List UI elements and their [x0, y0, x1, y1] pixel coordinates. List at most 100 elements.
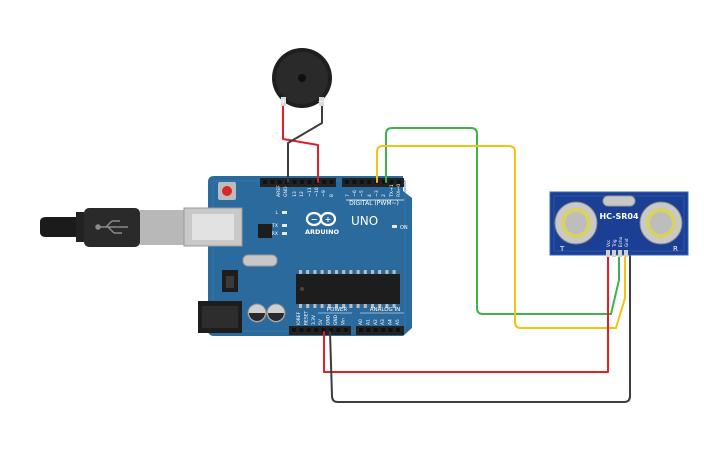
wire-trig-yellow: [376, 145, 626, 329]
digital-pin-label: ~10: [314, 187, 320, 197]
digital-pin-label: 2: [381, 194, 387, 197]
power-pin-label: 5V: [318, 319, 324, 325]
svg-text:−: −: [311, 215, 318, 224]
digital-pin-label: AREF: [276, 185, 282, 197]
crystal: [242, 254, 278, 267]
infinity-logo: [305, 211, 337, 227]
transmitter-transducer: [554, 201, 598, 245]
wire-echo-green: [385, 127, 620, 315]
digital-pin-hole: [292, 180, 297, 184]
digital-pin-label: ~11: [307, 187, 313, 197]
sensor-t-mark: T: [559, 245, 565, 253]
sensor-pin-label: Gnd: [624, 238, 629, 247]
wire-gnd-black: [329, 255, 631, 403]
digital-pin-hole: [263, 180, 267, 184]
power-pin-hole: [314, 328, 319, 332]
power-pin-hole: [388, 328, 393, 332]
reset-button[interactable]: [218, 182, 236, 200]
wire-buzzer-minus: [287, 105, 323, 183]
digital-pin-hole: [329, 180, 334, 184]
sensor-crystal: [602, 195, 636, 207]
digital-pin-hole: [352, 180, 357, 184]
power-pin-hole: [359, 328, 363, 332]
digital-pin-label: 12: [299, 191, 305, 197]
digital-pin-hole: [300, 180, 304, 184]
analog-pin-label: A1: [365, 319, 371, 325]
digital-pin-hole: [277, 180, 282, 184]
piezo-buzzer: + −: [272, 48, 332, 108]
buzzer-minus-label: −: [318, 97, 325, 106]
power-led: [392, 225, 397, 228]
power-pin-label: RESET: [303, 311, 309, 325]
sensor-pin-label: Trig: [612, 239, 617, 248]
svg-text:+: +: [325, 215, 332, 224]
sensor-pin-label: Echo: [618, 236, 623, 247]
sensor-pin-label: Vcc: [606, 239, 611, 247]
svg-text:TX: TX: [271, 223, 278, 229]
power-pin-hole: [366, 328, 371, 332]
sensor-r-mark: R: [673, 245, 678, 253]
power-pin-hole: [329, 328, 333, 332]
brand-label: ARDUINO: [305, 228, 340, 236]
digital-pin-label: ~9: [321, 190, 327, 197]
power-pin-hole: [373, 328, 378, 332]
analog-pin-label: A0: [358, 319, 364, 325]
power-jack[interactable]: [198, 301, 242, 333]
svg-text:RX: RX: [272, 231, 278, 237]
analog-pin-label: A5: [395, 319, 401, 325]
digital-pin-hole: [322, 180, 327, 184]
analog-label: ANALOG IN: [370, 307, 401, 313]
power-pin-label: GND: [333, 314, 339, 325]
receiver-transducer: [639, 201, 683, 245]
power-label: POWER: [327, 307, 348, 313]
digital-pin-label: 13: [292, 191, 298, 197]
svg-text:L: L: [275, 210, 278, 216]
power-pin-hole: [343, 328, 348, 332]
sensor-label: HC-SR04: [599, 212, 639, 221]
power-pin-hole: [321, 328, 326, 332]
usb-plug-icon: [95, 220, 128, 234]
wire-vcc-red: [323, 255, 609, 373]
digital-pin-hole: [314, 180, 319, 184]
digital-pin-label: 7: [345, 194, 351, 197]
digital-pin-hole: [307, 180, 312, 184]
digital-pin-label: TX→1: [389, 184, 395, 198]
digital-pin-hole: [270, 180, 275, 184]
status-leds: L TX RX: [271, 210, 287, 237]
digital-pin-label: ~6: [352, 190, 358, 197]
digital-header-label: DIGITAL (PWM~): [349, 200, 399, 207]
power-pin-hole: [336, 328, 341, 332]
digital-pin-label: GND: [283, 186, 289, 197]
capacitors: [247, 303, 286, 323]
digital-pin-hole: [396, 180, 401, 184]
digital-pin-hole: [382, 180, 386, 184]
digital-pin-hole: [359, 180, 364, 184]
digital-pin-hole: [389, 180, 394, 184]
sensor-pins: [606, 250, 628, 257]
power-pin-label: GND: [326, 314, 332, 325]
model-label: UNO: [351, 214, 378, 228]
digital-pin-hole: [345, 180, 349, 184]
power-pin-hole: [396, 328, 400, 332]
analog-pin-label: A2: [373, 319, 379, 325]
digital-pin-label: 8: [329, 194, 335, 197]
power-pin-hole: [299, 328, 304, 332]
power-pin-label: IOREF: [296, 311, 302, 325]
wire-buzzer-plus: [282, 105, 319, 183]
analog-pin-label: A3: [380, 319, 386, 325]
power-pin-label: Vin: [340, 318, 346, 325]
power-pin-label: 3.3V: [311, 315, 317, 325]
digital-pin-label: ~5: [359, 190, 365, 197]
analog-pin-label: A4: [388, 319, 394, 325]
power-pin-hole: [306, 328, 311, 332]
buzzer-plus-label: +: [280, 97, 287, 106]
digital-pin-label: ~3: [374, 190, 380, 197]
digital-pin-hole: [367, 180, 372, 184]
power-pin-hole: [292, 328, 296, 332]
digital-pin-label: 4: [367, 194, 373, 197]
on-label: ON: [400, 225, 408, 231]
